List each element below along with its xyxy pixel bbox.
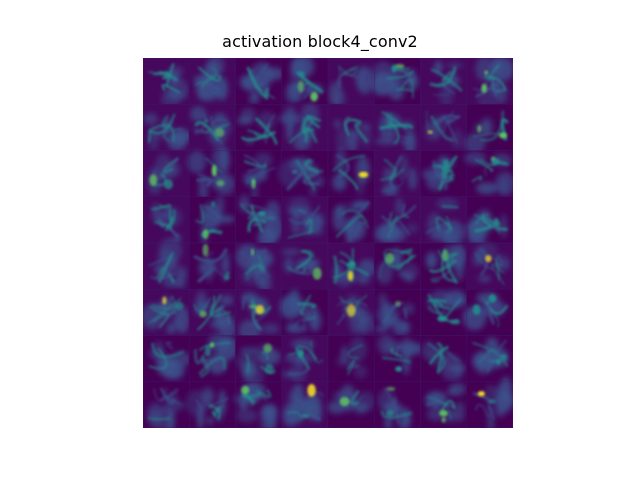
feature-map-tile bbox=[143, 103, 192, 152]
feature-map-tile bbox=[373, 381, 421, 428]
feature-map-tile bbox=[327, 381, 376, 428]
feature-map-tile bbox=[466, 242, 513, 290]
feature-map-tile bbox=[188, 288, 237, 339]
feature-map-tile bbox=[143, 381, 190, 428]
feature-map-tile bbox=[235, 194, 284, 250]
feature-map-tile bbox=[281, 196, 329, 244]
feature-map-tile bbox=[327, 242, 377, 290]
feature-map-tile bbox=[420, 381, 468, 428]
feature-map-tile bbox=[373, 196, 421, 244]
feature-map-tile bbox=[278, 150, 329, 198]
feature-map-tile bbox=[466, 335, 513, 383]
figure-title: activation block4_conv2 bbox=[222, 32, 418, 51]
feature-map-tile bbox=[143, 335, 192, 383]
feature-map-tile bbox=[420, 103, 468, 151]
feature-map-tile bbox=[143, 196, 190, 244]
feature-map-tile bbox=[373, 103, 421, 156]
feature-map-tile bbox=[188, 333, 238, 383]
feature-map-tile bbox=[420, 288, 469, 336]
feature-map-tile bbox=[185, 381, 236, 428]
feature-map-tile bbox=[188, 195, 236, 246]
feature-map-tile bbox=[188, 58, 236, 105]
feature-map-tile bbox=[373, 242, 421, 290]
feature-map-tile bbox=[235, 288, 283, 342]
feature-map-tile bbox=[281, 242, 329, 290]
feature-map-tile bbox=[420, 335, 468, 383]
activation-grid-image bbox=[143, 58, 513, 428]
feature-map-tile bbox=[235, 335, 283, 387]
feature-map-tile bbox=[278, 102, 329, 151]
feature-map-tile bbox=[420, 196, 468, 250]
feature-map-tile bbox=[373, 150, 421, 198]
feature-map-tile bbox=[373, 334, 424, 383]
feature-map-tile bbox=[232, 381, 283, 428]
feature-map-tile bbox=[143, 288, 190, 336]
feature-map-tile bbox=[235, 58, 284, 105]
feature-map-tile bbox=[279, 288, 329, 336]
feature-map-tile bbox=[235, 150, 283, 203]
feature-map-tile bbox=[143, 237, 190, 290]
feature-map-tile bbox=[188, 242, 236, 290]
feature-map-tile bbox=[464, 150, 513, 198]
feature-map-tile bbox=[466, 376, 513, 428]
feature-map-tile bbox=[420, 58, 468, 109]
feature-map-tile bbox=[281, 58, 329, 105]
feature-map-tile bbox=[188, 103, 236, 151]
feature-map-tile bbox=[371, 58, 421, 105]
feature-map-tile bbox=[373, 288, 421, 336]
feature-map-tile bbox=[462, 288, 513, 336]
feature-map-tile bbox=[463, 103, 513, 155]
feature-map-tile bbox=[327, 335, 375, 383]
feature-map-tile bbox=[235, 103, 283, 151]
feature-map-tile bbox=[465, 196, 513, 247]
feature-map-tile bbox=[327, 288, 379, 336]
feature-map-tile bbox=[281, 335, 329, 386]
feature-map-tile bbox=[327, 103, 375, 153]
feature-map-tile bbox=[143, 150, 190, 198]
feature-map-tile bbox=[420, 150, 468, 198]
feature-map-tile bbox=[327, 58, 375, 108]
feature-map-tile bbox=[327, 196, 375, 246]
feature-map-tile bbox=[143, 58, 190, 110]
feature-map-tile bbox=[420, 242, 468, 290]
feature-map-tile bbox=[281, 381, 329, 428]
feature-map-tile bbox=[187, 146, 236, 203]
feature-map-tile bbox=[327, 147, 375, 198]
